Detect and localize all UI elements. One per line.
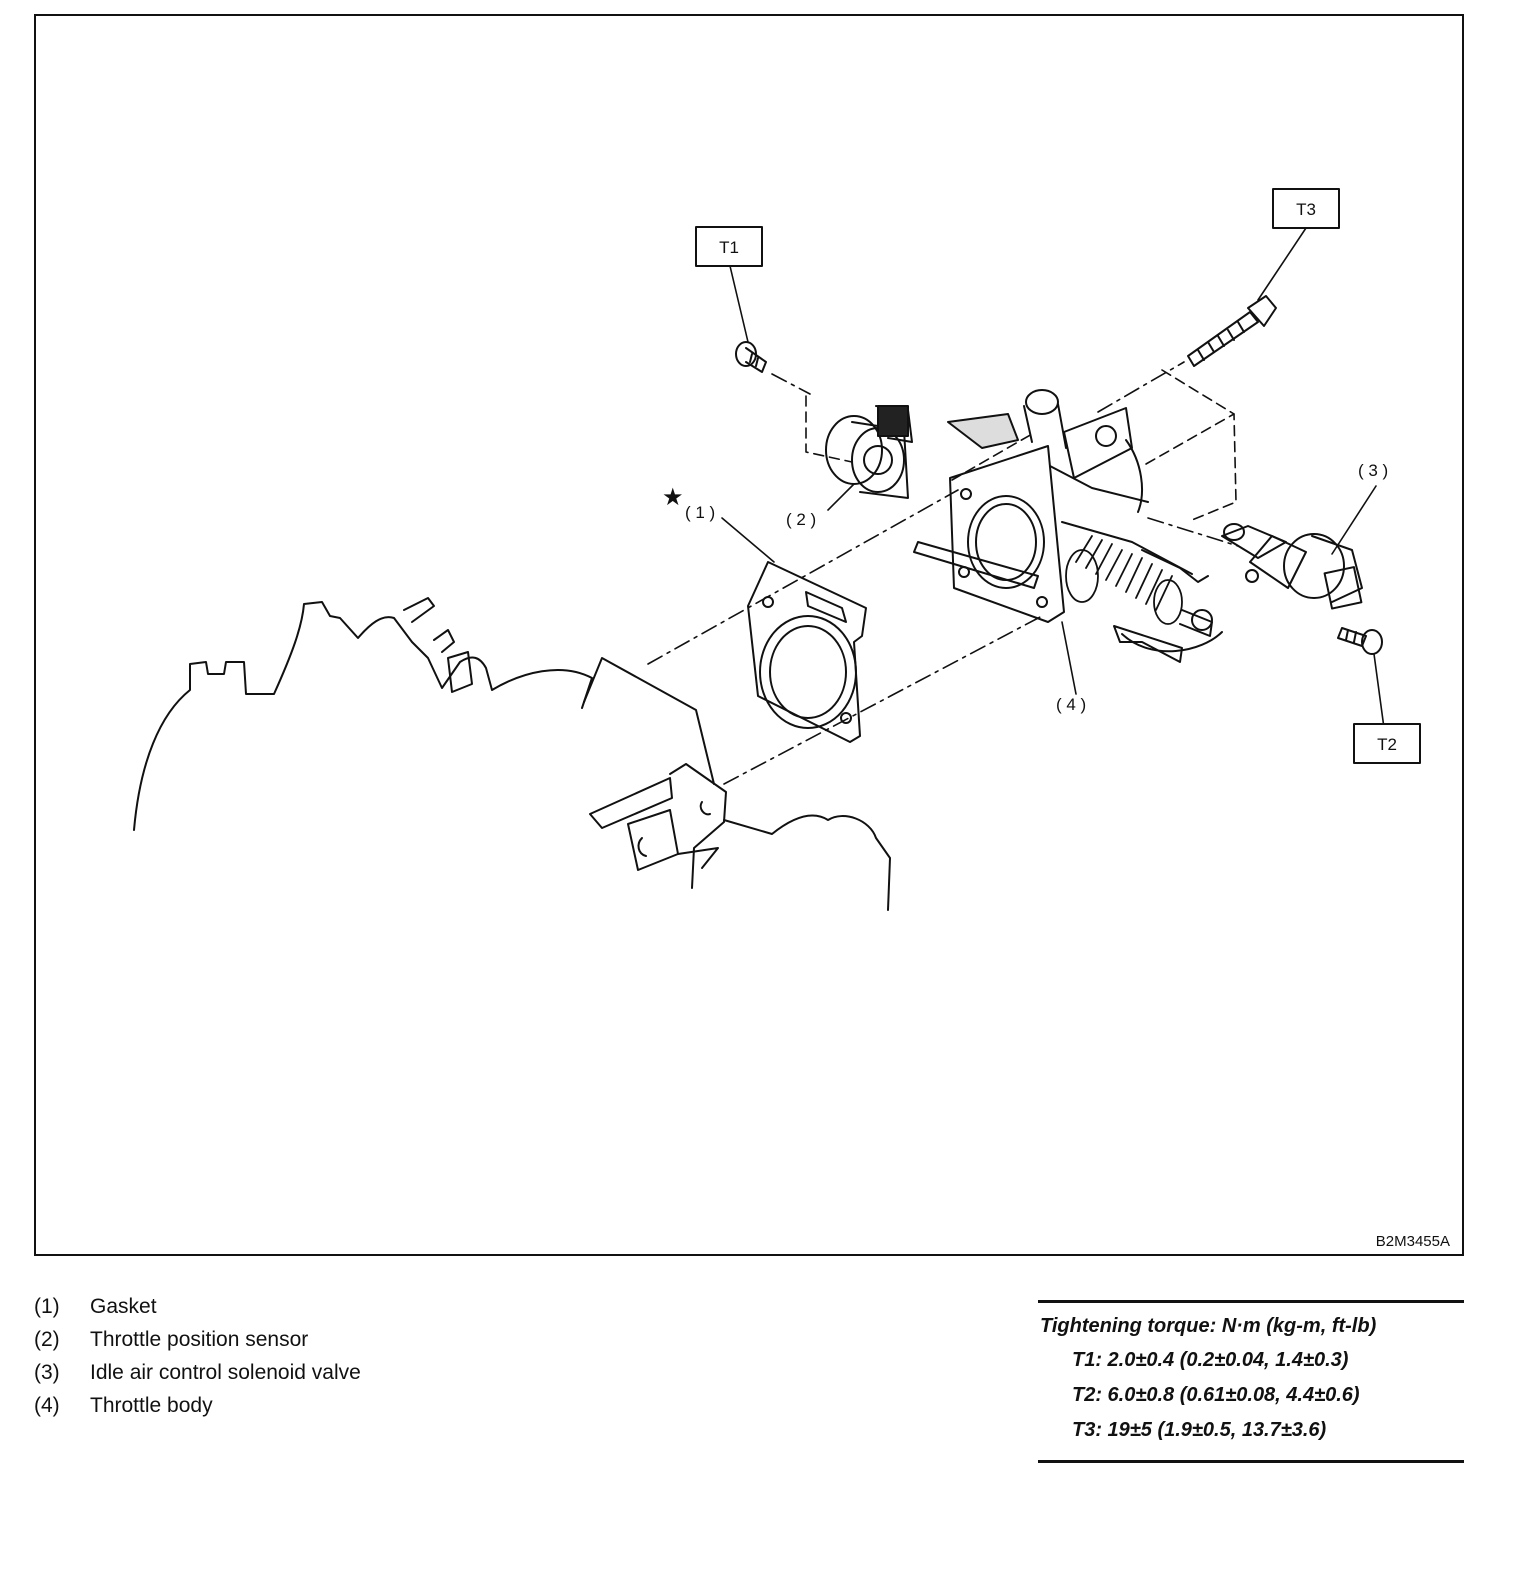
part-label-2: ( 2 ): [786, 510, 816, 529]
legend-item-label: Idle air control solenoid valve: [90, 1361, 361, 1384]
leader-lines: [721, 227, 1385, 729]
legend-item-label: Throttle body: [90, 1394, 213, 1417]
intake-manifold-drawing: [133, 597, 891, 911]
callout-t3-box: [1272, 188, 1340, 229]
screw-t1-drawing: [735, 341, 767, 373]
exploded-view-drawing: T1 T3 T2 ★ ( 1 ) ( 2 ) ( 3 ) ( 4 ): [133, 188, 1421, 911]
legend-item-number: (3): [34, 1361, 60, 1384]
torque-title: Tightening torque: N·m (kg-m, ft-lb): [1040, 1315, 1377, 1337]
part-label-1: ( 1 ): [685, 503, 715, 522]
tightening-torque-table: Tightening torque: N·m (kg-m, ft-lb) T1:…: [1038, 1300, 1464, 1463]
legend-item: (4) Throttle body: [34, 1389, 554, 1422]
throttle-body-drawing: [913, 389, 1223, 663]
callout-t2-box: [1353, 723, 1421, 764]
legend-item-label: Throttle position sensor: [90, 1328, 309, 1351]
legend-item-number: (2): [34, 1328, 60, 1351]
callout-t1-label: T1: [719, 238, 739, 257]
legend-item: (3) Idle air control solenoid valve: [34, 1356, 554, 1389]
legend-item-label: Gasket: [90, 1295, 157, 1318]
reference-box-lines: [805, 369, 1237, 521]
new-part-star: ★: [662, 484, 684, 511]
part-label-3: ( 3 ): [1358, 461, 1388, 480]
idle-air-control-valve-drawing: [1221, 523, 1363, 610]
callout-t1-box: [695, 226, 763, 267]
part-label-4: ( 4 ): [1056, 695, 1086, 714]
figure-code: B2M3455A: [1375, 1233, 1450, 1250]
diagram-frame: T1 T3 T2 ★ ( 1 ) ( 2 ) ( 3 ) ( 4 ) B2M34…: [34, 14, 1464, 1256]
legend-item: (2) Throttle position sensor: [34, 1323, 554, 1356]
parts-legend: (1) Gasket (2) Throttle position sensor …: [34, 1290, 554, 1422]
legend-item: (1) Gasket: [34, 1290, 554, 1323]
torque-spec-t2: T2: 6.0±0.8 (0.61±0.08, 4.4±0.6): [1072, 1384, 1360, 1406]
legend-item-number: (4): [34, 1394, 60, 1417]
alignment-lines: [647, 361, 1239, 785]
gasket-drawing: [747, 561, 867, 743]
return-spring-drawing: [1065, 535, 1183, 625]
callout-t3-label: T3: [1296, 200, 1316, 219]
screw-t2-drawing: [1337, 627, 1383, 655]
throttle-position-sensor-drawing: [825, 405, 913, 499]
callout-t2-label: T2: [1377, 735, 1397, 754]
legend-item-number: (1): [34, 1295, 60, 1318]
torque-spec-t1: T1: 2.0±0.4 (0.2±0.04, 1.4±0.3): [1072, 1349, 1349, 1371]
torque-spec-t3: T3: 19±5 (1.9±0.5, 13.7±3.6): [1072, 1419, 1327, 1441]
bolt-t3-drawing: [1187, 295, 1277, 367]
